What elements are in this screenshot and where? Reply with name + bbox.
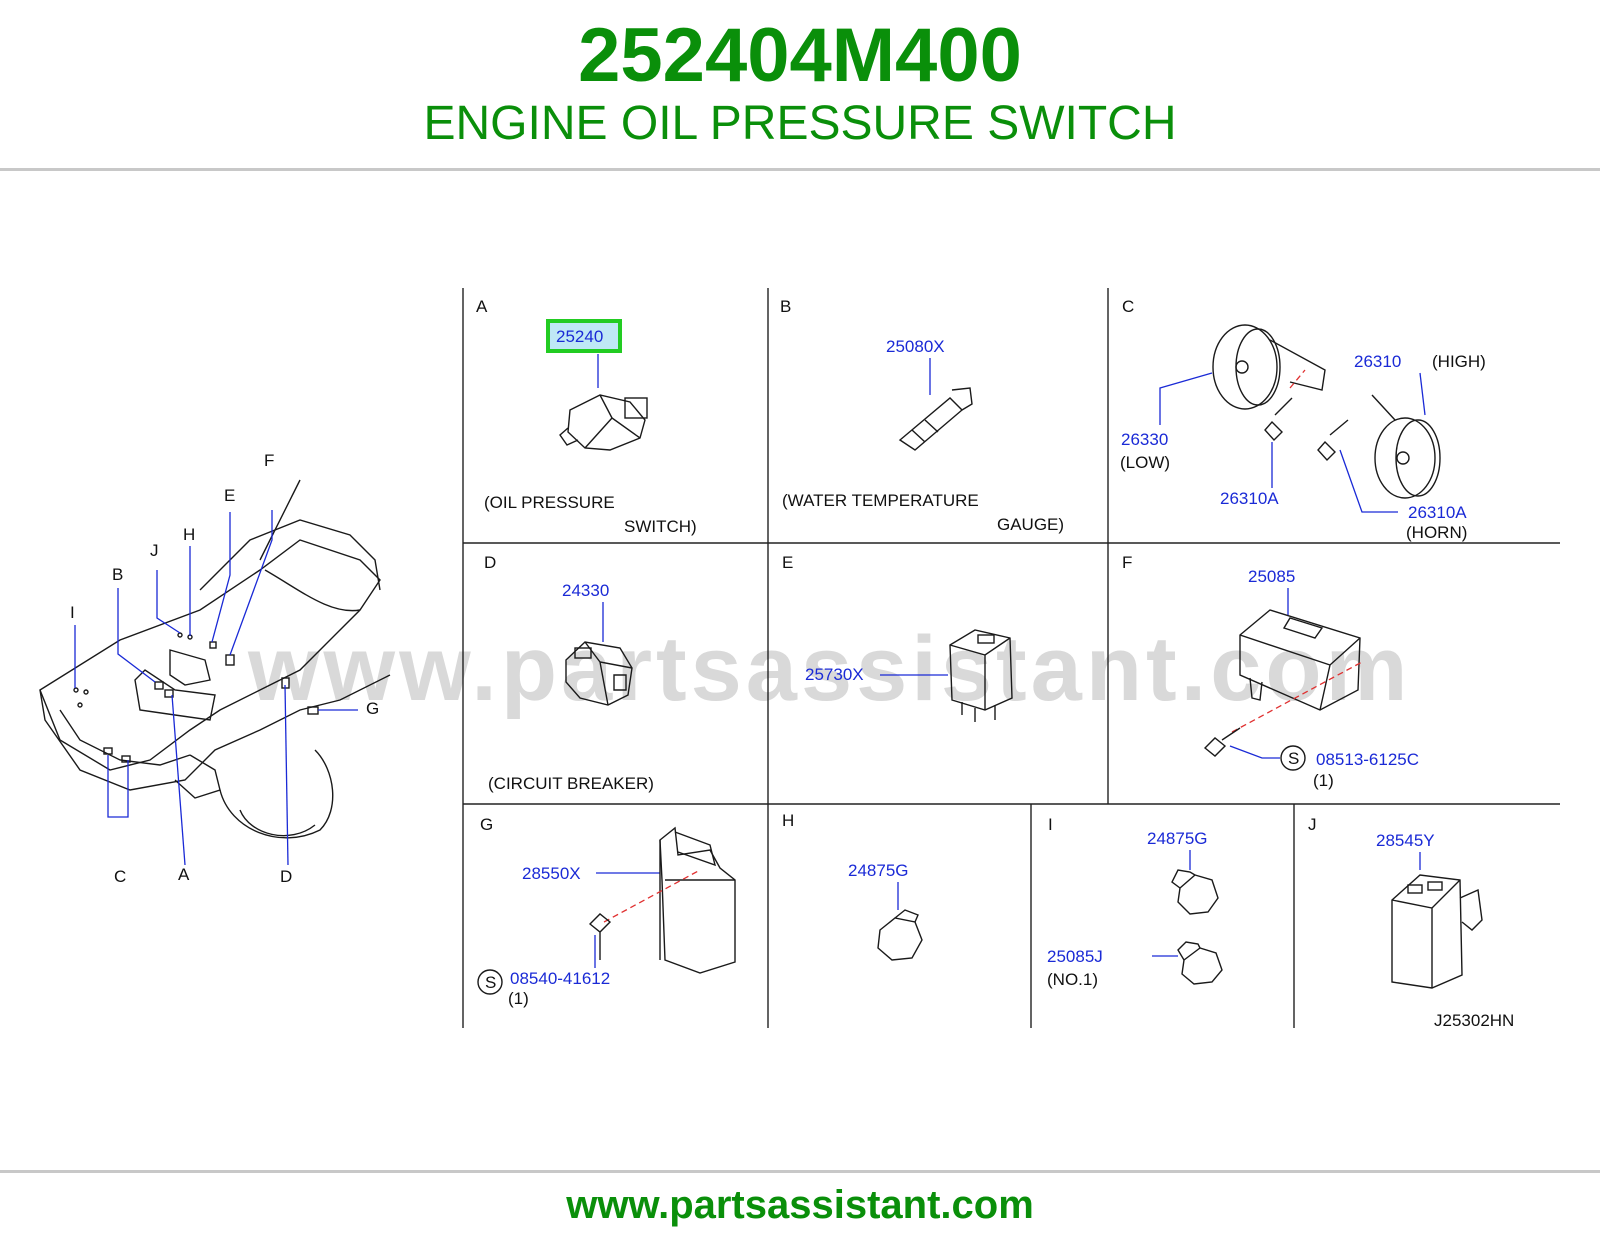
callout-I: I (70, 603, 75, 622)
panel-H: H 24875G (782, 811, 923, 961)
panel-J: J 28545Y J25302HN (1308, 815, 1514, 1030)
part-24875G-I[interactable]: 24875G (1147, 829, 1208, 848)
panel-C: C 26310 (HIGH) 26330 (LOW) 26310A 26310A… (1120, 297, 1486, 542)
part-25240[interactable]: 25240 (556, 327, 603, 346)
water-temperature-gauge-icon (898, 387, 973, 451)
panel-A: A 25240 (OIL PRESSURE SWITCH) (476, 297, 697, 536)
part-28550X[interactable]: 28550X (522, 864, 581, 883)
part-number-title: 252404M400 (578, 13, 1022, 98)
panel-C-low: (LOW) (1120, 453, 1170, 472)
panel-I: I 24875G 25085J (NO.1) (1047, 815, 1223, 989)
footer-divider (0, 1170, 1600, 1173)
parts-diagram: www.partsassistant.com (0, 270, 1600, 1070)
part-28545Y[interactable]: 28545Y (1376, 831, 1435, 850)
panel-B: B 25080X (WATER TEMPERATURE GAUGE) (780, 297, 1064, 534)
callout-D: D (280, 867, 292, 886)
panel-E-letter: E (782, 553, 793, 572)
drawing-code: J25302HN (1434, 1011, 1514, 1030)
panel-E: E 25730X (782, 553, 1013, 722)
panel-G: G 28550X S 08540-41612 (1) (477, 815, 736, 1008)
part-25085[interactable]: 25085 (1248, 567, 1295, 586)
panel-B-caption-1: (WATER TEMPERATURE (782, 491, 979, 510)
callout-A: A (178, 865, 190, 884)
panel-D-letter: D (484, 553, 496, 572)
panel-I-note: (NO.1) (1047, 970, 1098, 989)
module-icon (1391, 874, 1483, 989)
horn-low-icon (1212, 324, 1326, 410)
highlight-box (546, 319, 622, 353)
part-25080X[interactable]: 25080X (886, 337, 945, 356)
panel-C-high: (HIGH) (1432, 352, 1486, 371)
panel-G-s-marker: S (485, 973, 496, 992)
part-26310A-1[interactable]: 26310A (1220, 489, 1279, 508)
panel-F-s-marker: S (1288, 749, 1299, 768)
horn-high-icon (1371, 394, 1441, 499)
part-25730X[interactable]: 25730X (805, 665, 864, 684)
header-divider (0, 168, 1600, 171)
panel-C-letter: C (1122, 297, 1134, 316)
panel-H-letter: H (782, 811, 794, 830)
part-26310A-2[interactable]: 26310A (1408, 503, 1467, 522)
part-26310[interactable]: 26310 (1354, 352, 1401, 371)
part-25085J[interactable]: 25085J (1047, 947, 1103, 966)
panel-grid (462, 288, 1560, 1028)
panel-J-letter: J (1308, 815, 1317, 834)
part-name-title: ENGINE OIL PRESSURE SWITCH (423, 97, 1177, 150)
panel-F: F 25085 S 08513-6125C (1) (1122, 553, 1419, 790)
panel-G-qty: (1) (508, 989, 529, 1008)
panel-A-letter: A (476, 297, 488, 316)
sensor-unit-icon (659, 826, 736, 974)
panel-A-caption-1: (OIL PRESSURE (484, 493, 615, 512)
panel-D-caption: (CIRCUIT BREAKER) (488, 774, 654, 793)
part-26330[interactable]: 26330 (1121, 430, 1168, 449)
callout-J: J (150, 541, 159, 560)
callout-E: E (224, 486, 235, 505)
panel-A-caption-2: SWITCH) (624, 517, 697, 536)
callout-C: C (114, 867, 126, 886)
vehicle-overview: I B J H E F G C A D (39, 451, 391, 886)
panel-I-letter: I (1048, 815, 1053, 834)
clip-icon-I2 (1177, 941, 1223, 985)
watermark-text: www.partsassistant.com (247, 618, 1411, 720)
panel-B-letter: B (780, 297, 791, 316)
panel-D: D 24330 (CIRCUIT BREAKER) (484, 553, 654, 793)
relay-icon (949, 629, 1013, 722)
clip-icon-I1 (1171, 869, 1219, 915)
part-24875G-H[interactable]: 24875G (848, 861, 909, 880)
callout-F: F (264, 451, 274, 470)
control-unit-icon (1239, 609, 1361, 711)
part-08513-6125C[interactable]: 08513-6125C (1316, 750, 1419, 769)
oil-pressure-switch-icon (559, 394, 648, 451)
panel-B-caption-2: GAUGE) (997, 515, 1064, 534)
panel-F-letter: F (1122, 553, 1132, 572)
callout-B: B (112, 565, 123, 584)
part-24330[interactable]: 24330 (562, 581, 609, 600)
panel-F-qty: (1) (1313, 771, 1334, 790)
footer-site-link[interactable]: www.partsassistant.com (566, 1183, 1034, 1227)
circuit-breaker-icon (565, 641, 633, 706)
panel-G-letter: G (480, 815, 493, 834)
part-08540-41612[interactable]: 08540-41612 (510, 969, 610, 988)
clip-icon-H (877, 909, 923, 961)
panel-C-horn: (HORN) (1406, 523, 1467, 542)
callout-G: G (366, 699, 379, 718)
callout-H: H (183, 525, 195, 544)
